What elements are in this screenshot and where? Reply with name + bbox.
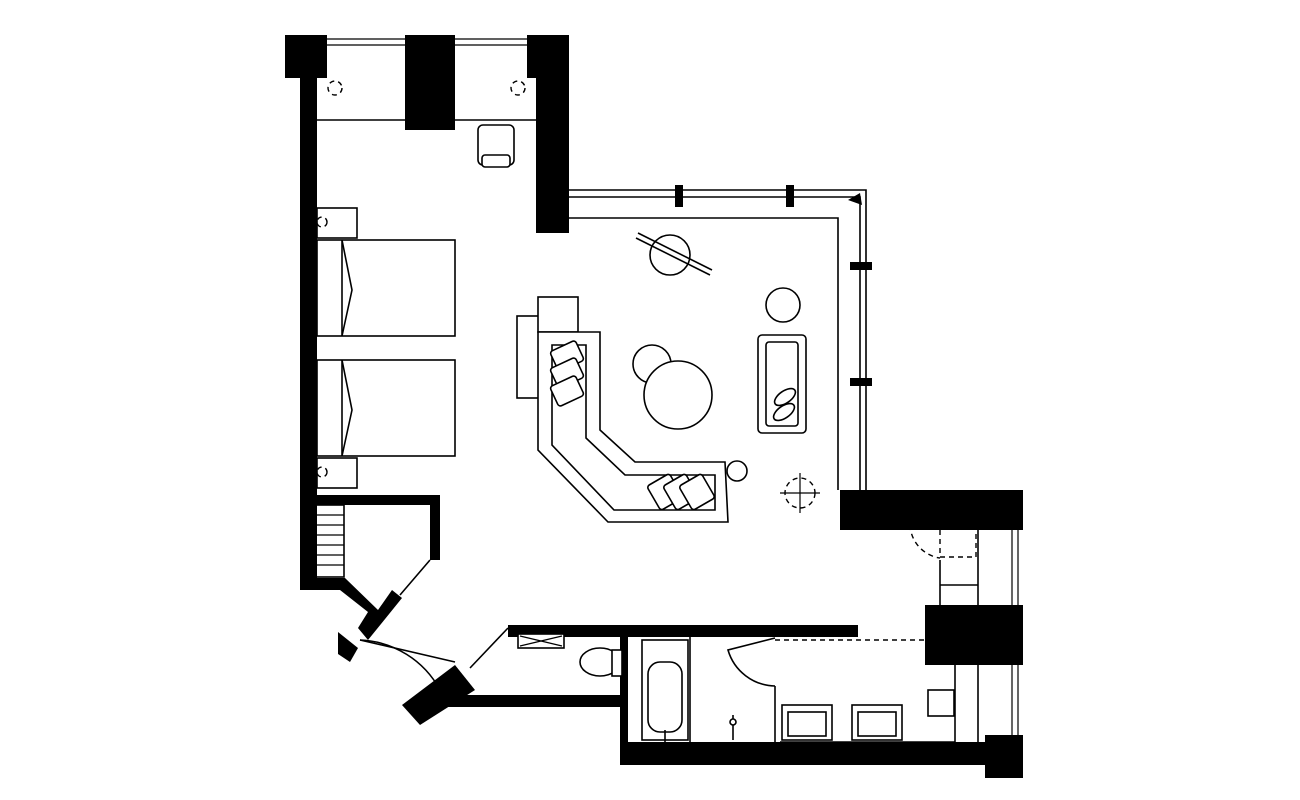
beds [316,207,456,489]
vanity-sinks [780,665,956,743]
wardrobe-door[interactable] [909,524,977,559]
windows [317,38,1019,742]
coffee-tables [632,232,801,430]
toilet-room [517,633,623,677]
walls [285,35,1023,778]
lamp-icons [316,80,820,513]
sectional-sofa [516,296,748,523]
closet [311,504,431,596]
desk-chair [477,124,515,168]
bathtub [641,637,691,742]
shower [726,637,925,742]
entry-door[interactable] [359,627,509,691]
lounge-chair [757,334,807,434]
